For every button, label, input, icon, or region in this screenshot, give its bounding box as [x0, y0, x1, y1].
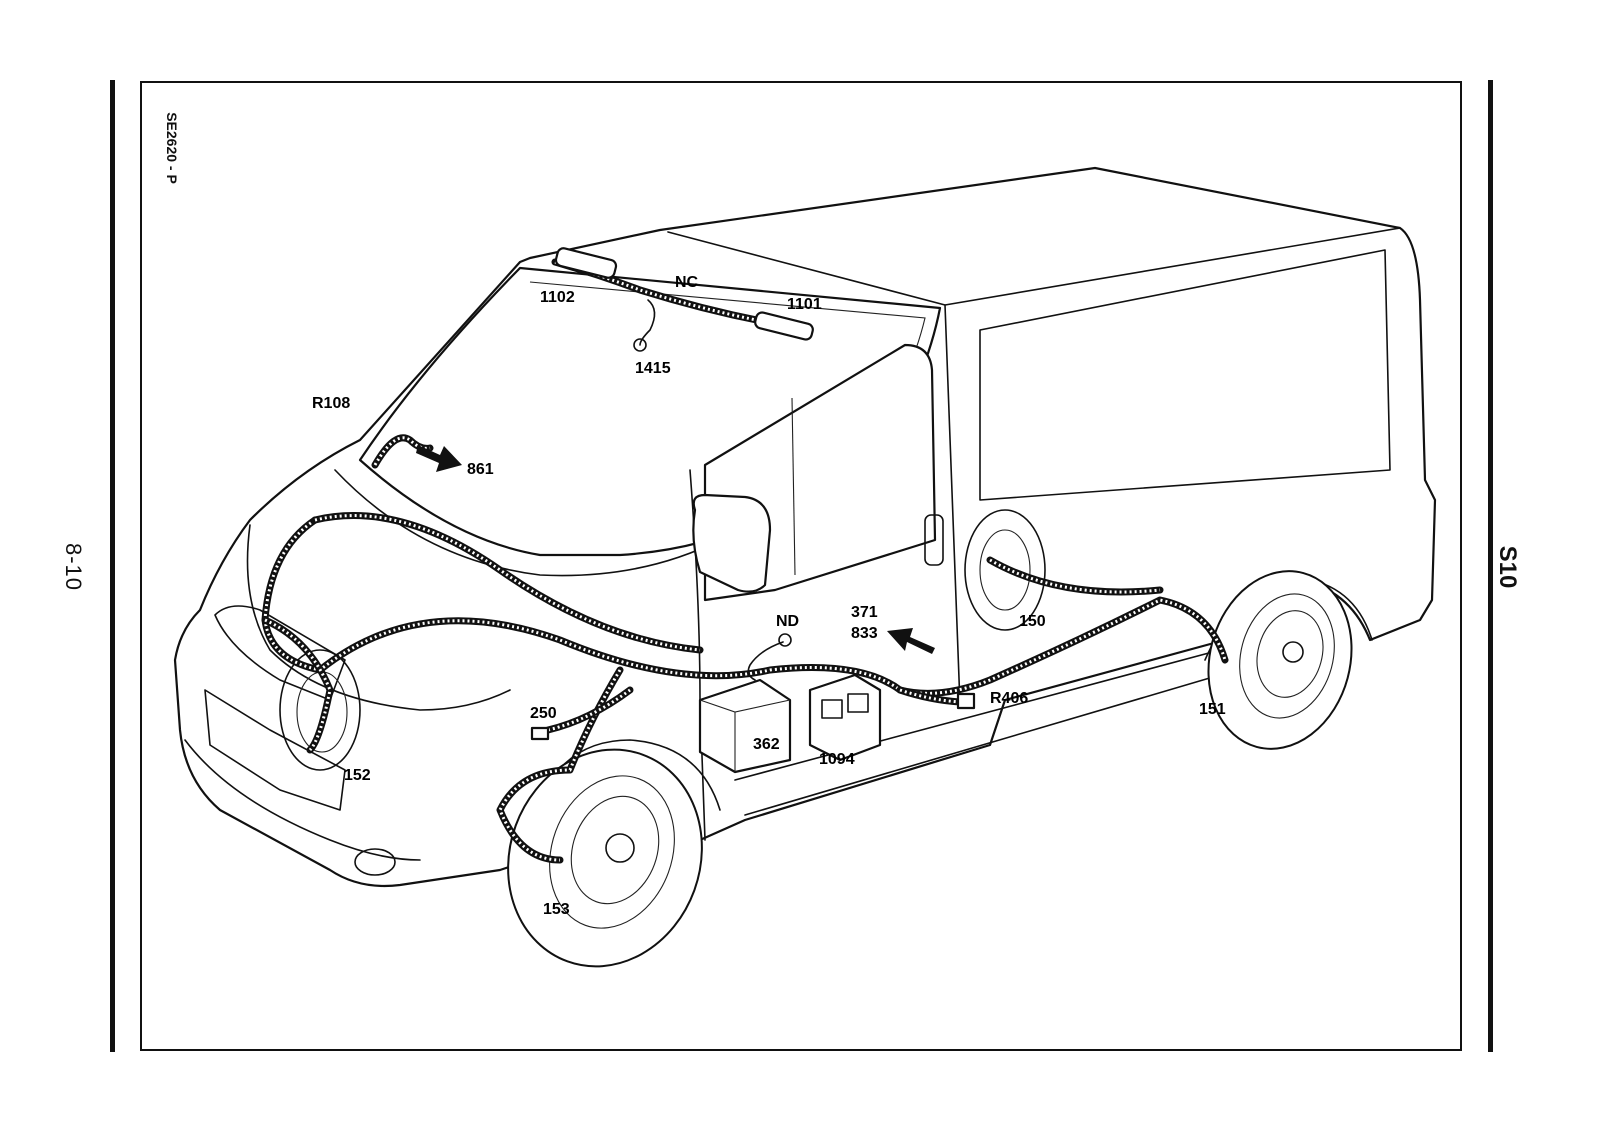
- label-1415: 1415: [635, 360, 671, 377]
- label-1102: 1102: [540, 289, 575, 306]
- label-861: 861: [467, 461, 494, 478]
- label-150: 150: [1019, 613, 1046, 630]
- wire-nd: [747, 641, 784, 681]
- component-labels: 1102 NC 1101 1415 R108 861 ND 371 833 15…: [312, 274, 1226, 918]
- harness-spare: [986, 556, 1164, 596]
- wire-1415: [639, 299, 656, 346]
- label-nd: ND: [776, 613, 799, 630]
- headlamp: [214, 605, 346, 701]
- label-r108: R108: [312, 395, 350, 412]
- diagram-frame: [140, 81, 1462, 1051]
- right-margin-bar: [1488, 80, 1493, 1052]
- left-margin-bar: [110, 80, 115, 1052]
- label-371: 371: [851, 604, 878, 621]
- battery: [698, 678, 792, 774]
- sensor-1102: [554, 247, 618, 279]
- label-r406: R406: [990, 690, 1028, 707]
- arrow-861: [416, 445, 462, 472]
- sensor-1101: [754, 311, 814, 341]
- side-mirror: [692, 493, 772, 593]
- sill-line: [734, 649, 1221, 781]
- rear-wheel: [1207, 570, 1353, 750]
- lower-sill: [744, 671, 1231, 816]
- connector-250: [530, 726, 550, 741]
- side-panel-recess: [979, 249, 1391, 501]
- connector-1415: [633, 338, 647, 352]
- harness-sensor-250: [544, 686, 634, 734]
- label-152: 152: [344, 767, 371, 784]
- arrow-371-833: [887, 628, 935, 654]
- wiring-harness: [261, 247, 1229, 864]
- harness-main: [261, 516, 1229, 697]
- spare-wheel: [964, 509, 1046, 631]
- front-wheel: [507, 748, 703, 968]
- grille: [204, 689, 346, 811]
- door-handle: [924, 514, 944, 566]
- roof-rail: [944, 304, 961, 706]
- label-250: 250: [530, 705, 557, 722]
- label-1101: 1101: [787, 296, 822, 313]
- connector-r406: [956, 692, 976, 710]
- label-151: 151: [1199, 701, 1226, 718]
- label-153: 153: [543, 901, 570, 918]
- bonnet-edge: [246, 524, 511, 711]
- label-833: 833: [851, 625, 878, 642]
- van-illustration: [173, 166, 1437, 888]
- door-window-frame: [791, 397, 796, 576]
- label-362: 362: [753, 736, 780, 753]
- abs-unit: [808, 673, 882, 762]
- label-1094: 1094: [819, 751, 855, 768]
- fog-lamp: [354, 848, 396, 876]
- label-nc: NC: [675, 274, 699, 291]
- connector-nd: [778, 633, 792, 647]
- front-door: [689, 469, 706, 841]
- bumper-line: [184, 739, 421, 861]
